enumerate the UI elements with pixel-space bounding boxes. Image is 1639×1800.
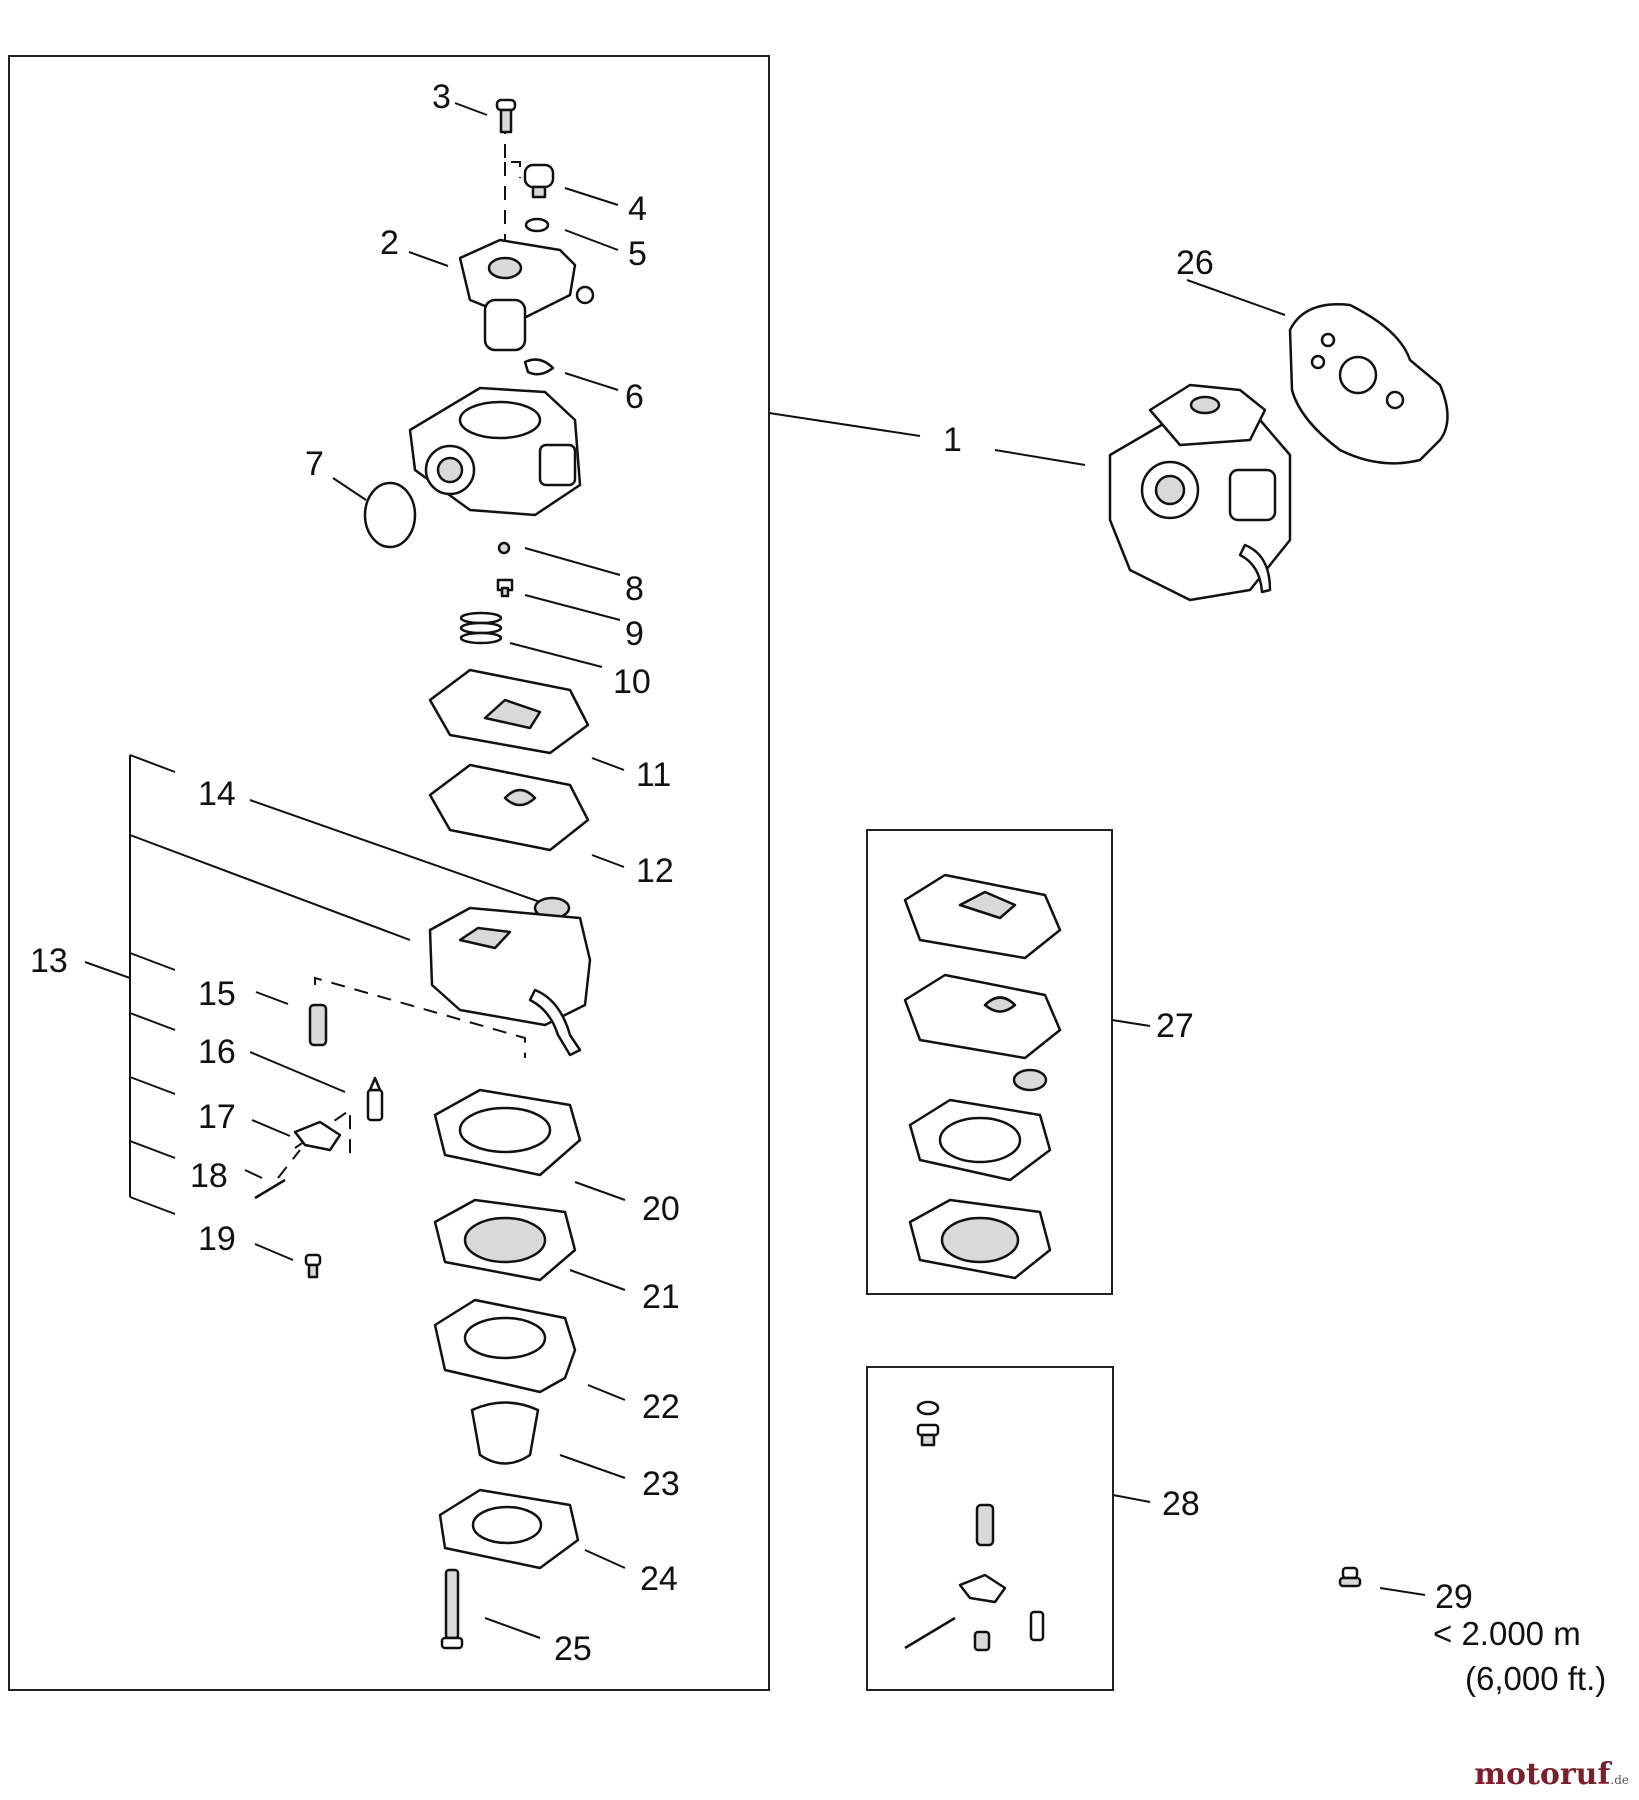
callout-20: 20 bbox=[642, 1190, 680, 1228]
callout-19: 19 bbox=[198, 1220, 236, 1258]
part-bolt-25 bbox=[440, 1568, 464, 1650]
part-carburetor-body bbox=[408, 386, 582, 517]
altitude-note-meters: < 2.000 m bbox=[1433, 1615, 1581, 1652]
callout-29: 29 bbox=[1435, 1578, 1473, 1616]
kit-27-frame bbox=[866, 829, 1113, 1295]
part-primer-bulb-23 bbox=[470, 1401, 540, 1465]
callout-17: 17 bbox=[198, 1098, 236, 1136]
kit-28-parts bbox=[904, 1400, 1045, 1652]
assembly-guides bbox=[277, 120, 526, 1179]
callout-13: 13 bbox=[30, 942, 68, 980]
part-gasket-11 bbox=[428, 668, 590, 755]
part-insulator-gasket-26 bbox=[1288, 303, 1449, 465]
callout-16: 16 bbox=[198, 1033, 236, 1071]
callout-21: 21 bbox=[642, 1278, 680, 1316]
watermark-tld: .de bbox=[1610, 1773, 1629, 1787]
part-washer-5 bbox=[524, 217, 550, 233]
callout-22: 22 bbox=[642, 1388, 680, 1426]
part-needle-9 bbox=[496, 578, 514, 598]
part-check-valve-8 bbox=[497, 541, 511, 555]
callout-1: 1 bbox=[943, 421, 962, 459]
kit-27-parts bbox=[903, 873, 1062, 1280]
watermark-name: motoruf bbox=[1474, 1757, 1611, 1792]
callout-18: 18 bbox=[190, 1157, 228, 1195]
part-diaphragm-21 bbox=[433, 1198, 577, 1282]
callout-3: 3 bbox=[432, 78, 451, 116]
callout-15: 15 bbox=[198, 975, 236, 1013]
part-screw-19 bbox=[304, 1253, 322, 1279]
part-jet-29 bbox=[1338, 1566, 1362, 1588]
callout-28: 28 bbox=[1162, 1485, 1200, 1523]
part-spring-15 bbox=[308, 1003, 328, 1047]
part-retainer-24 bbox=[438, 1488, 580, 1570]
leader-lines bbox=[84, 102, 1426, 1639]
part-clip-6 bbox=[523, 358, 555, 376]
callout-11: 11 bbox=[636, 756, 671, 794]
part-throttle-assembly-2 bbox=[458, 238, 595, 352]
kit-28-frame bbox=[866, 1366, 1114, 1691]
callout-12: 12 bbox=[636, 852, 674, 890]
callout-25: 25 bbox=[554, 1630, 592, 1668]
callout-4: 4 bbox=[628, 190, 647, 228]
part-idle-screw-4 bbox=[523, 163, 555, 199]
callout-14: 14 bbox=[198, 775, 236, 813]
part-pump-body-13 bbox=[428, 906, 592, 1057]
callout-8: 8 bbox=[625, 570, 644, 608]
part-spring-10 bbox=[459, 611, 503, 645]
callout-10: 10 bbox=[613, 663, 651, 701]
callout-labels: 1 2 3 4 5 6 7 8 9 10 11 12 13 14 15 16 1… bbox=[30, 78, 1606, 1697]
part-diaphragm-12 bbox=[428, 763, 590, 852]
callout-9: 9 bbox=[625, 615, 644, 653]
watermark-logo: motoruf.de bbox=[1474, 1757, 1629, 1792]
callout-24: 24 bbox=[640, 1560, 678, 1598]
part-gasket-20 bbox=[433, 1088, 582, 1177]
callout-6: 6 bbox=[625, 378, 644, 416]
part-lever-17 bbox=[293, 1120, 342, 1152]
callout-7: 7 bbox=[305, 445, 324, 483]
part-carburetor-assembly-1 bbox=[1108, 383, 1292, 602]
altitude-note-feet: (6,000 ft.) bbox=[1465, 1660, 1606, 1697]
part-cover-22 bbox=[433, 1298, 577, 1394]
callout-5: 5 bbox=[628, 235, 647, 273]
callout-27: 27 bbox=[1156, 1007, 1194, 1045]
callout-26: 26 bbox=[1176, 244, 1214, 282]
part-pin-18 bbox=[254, 1178, 286, 1200]
main-assembly-frame bbox=[8, 55, 770, 1691]
callout-2: 2 bbox=[380, 224, 399, 262]
part-inlet-needle-16 bbox=[366, 1076, 384, 1122]
part-screw-3 bbox=[495, 98, 517, 134]
part-oring-7 bbox=[363, 481, 417, 549]
callout-23: 23 bbox=[642, 1465, 680, 1503]
